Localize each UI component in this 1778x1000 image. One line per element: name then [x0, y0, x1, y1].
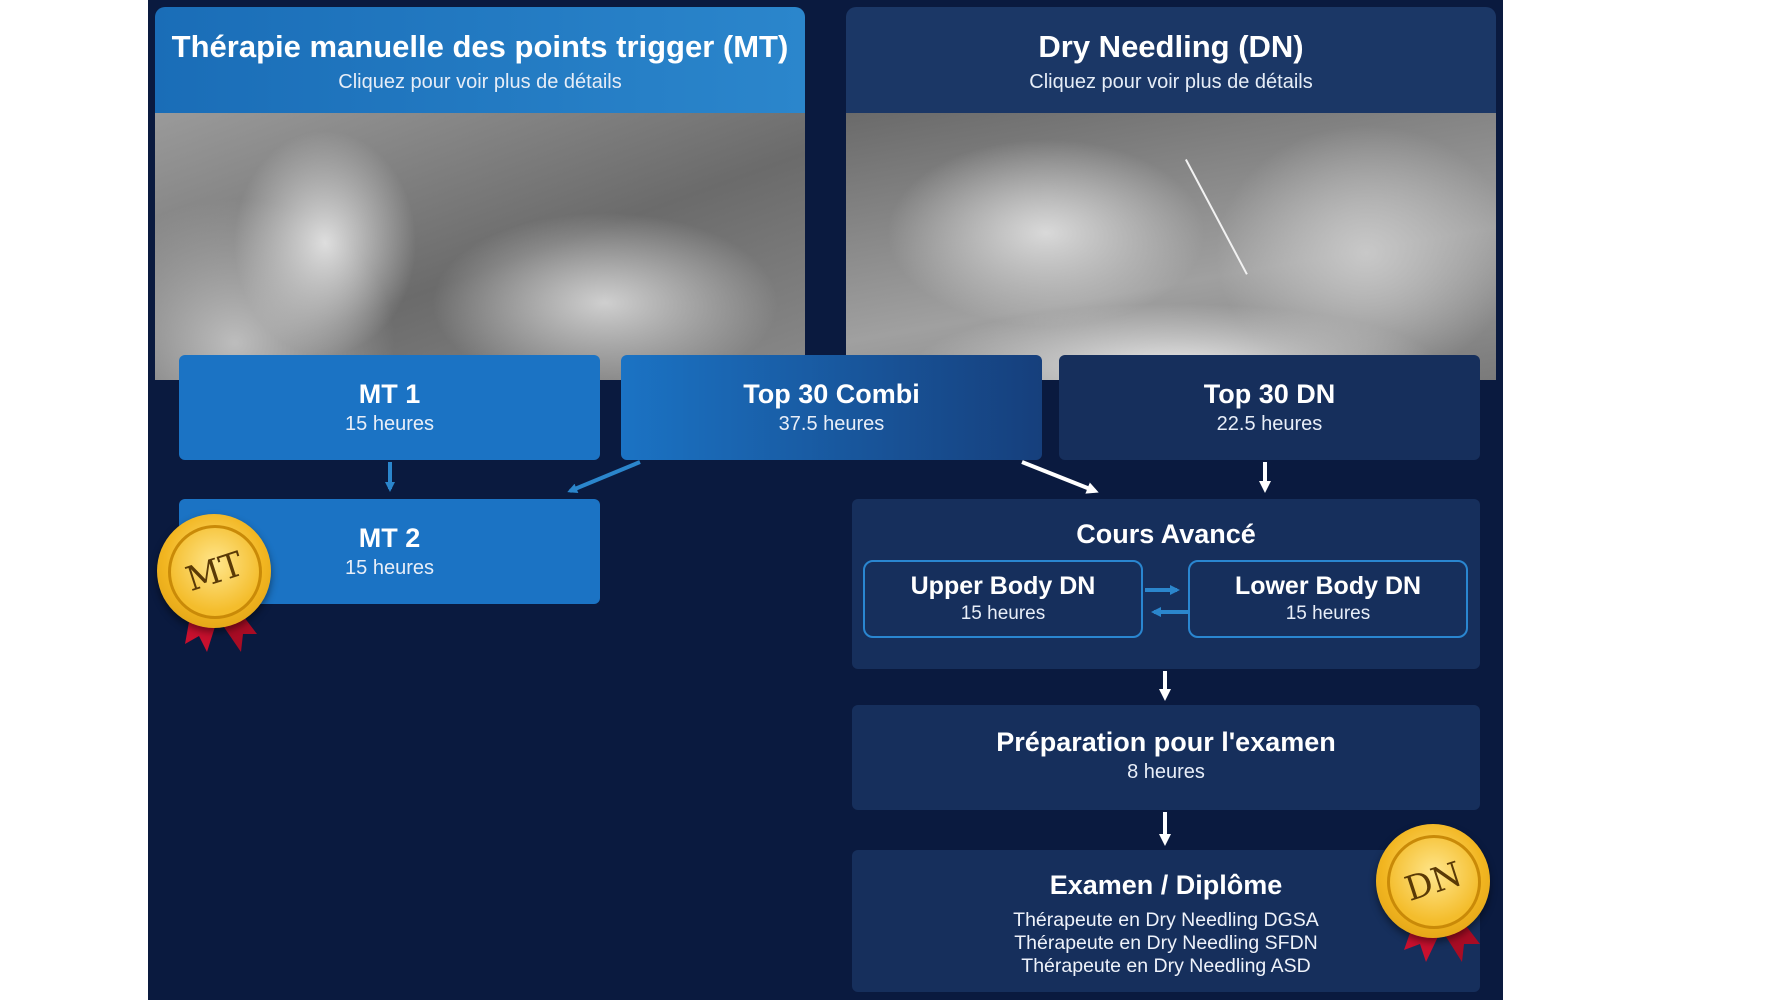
arrow-combi-to-avance: [1021, 460, 1099, 494]
diploma-line: Thérapeute en Dry Needling SFDN: [1014, 932, 1318, 954]
course-preparation-examen[interactable]: Préparation pour l'examen 8 heures: [852, 705, 1480, 810]
course-examen-title: Examen / Diplôme: [1049, 870, 1283, 900]
course-top30-dn-hours: 22.5 heures: [1216, 413, 1323, 435]
mt-column-subtitle: Cliquez pour voir plus de détails: [338, 71, 622, 93]
course-top30-dn-title: Top 30 DN: [1203, 379, 1336, 409]
course-upper-body-dn-title: Upper Body DN: [910, 572, 1096, 600]
dn-column-card[interactable]: Dry Needling (DN) Cliquez pour voir plus…: [846, 7, 1496, 380]
course-upper-body-dn[interactable]: Upper Body DN 15 heures: [863, 560, 1143, 638]
mt-column-card[interactable]: Thérapie manuelle des points trigger (MT…: [155, 7, 805, 380]
course-preparation-title: Préparation pour l'examen: [996, 727, 1336, 757]
dn-column-subtitle: Cliquez pour voir plus de détails: [1029, 71, 1313, 93]
arrow-combi-to-mt2: [567, 460, 641, 493]
course-top30-combi-hours: 37.5 heures: [778, 413, 885, 435]
course-mt2-title: MT 2: [358, 523, 421, 553]
course-cours-avance-title: Cours Avancé: [1076, 519, 1256, 549]
course-top30-combi[interactable]: Top 30 Combi 37.5 heures: [621, 355, 1042, 460]
mt-photo: [155, 113, 805, 380]
course-mt1-title: MT 1: [358, 379, 421, 409]
course-mt1-hours: 15 heures: [345, 413, 434, 435]
dn-column-header: Dry Needling (DN) Cliquez pour voir plus…: [846, 7, 1496, 113]
mt-column-title: Thérapie manuelle des points trigger (MT…: [171, 29, 789, 64]
diploma-line: Thérapeute en Dry Needling ASD: [1021, 955, 1311, 977]
course-top30-dn[interactable]: Top 30 DN 22.5 heures: [1059, 355, 1480, 460]
course-mt1[interactable]: MT 1 15 heures: [179, 355, 600, 460]
diploma-line: Thérapeute en Dry Needling DGSA: [1013, 909, 1319, 931]
course-preparation-hours: 8 heures: [1127, 761, 1205, 783]
course-mt2-hours: 15 heures: [345, 557, 434, 579]
course-lower-body-dn[interactable]: Lower Body DN 15 heures: [1188, 560, 1468, 638]
course-lower-body-dn-title: Lower Body DN: [1234, 572, 1422, 600]
course-cours-avance: Cours Avancé Upper Body DN 15 heures Low…: [852, 499, 1480, 669]
course-upper-body-dn-hours: 15 heures: [960, 603, 1046, 624]
course-lower-body-dn-hours: 15 heures: [1285, 603, 1371, 624]
course-top30-combi-title: Top 30 Combi: [743, 379, 920, 409]
mt-column-header: Thérapie manuelle des points trigger (MT…: [155, 7, 805, 113]
dn-photo: [846, 113, 1496, 380]
dn-medal-label: DN: [1400, 854, 1468, 910]
mt-medal-label: MT: [181, 544, 249, 600]
dn-column-title: Dry Needling (DN): [1038, 29, 1304, 64]
course-examen-diplome: Examen / Diplôme Thérapeute en Dry Needl…: [852, 850, 1480, 992]
